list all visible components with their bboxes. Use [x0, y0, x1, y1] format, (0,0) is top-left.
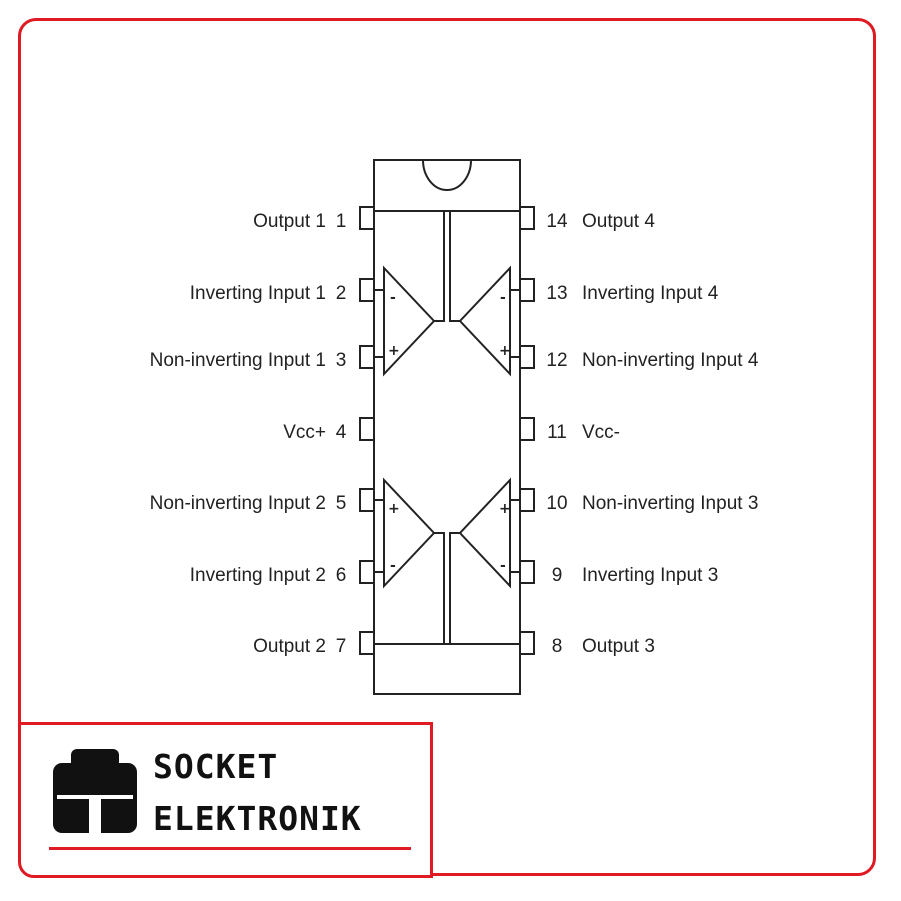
image-frame	[18, 18, 876, 876]
pin-pad	[519, 488, 535, 512]
pin-pad	[519, 631, 535, 655]
pin-number: 1	[336, 211, 347, 232]
pin-number: 3	[336, 350, 347, 371]
pin-number: 14	[546, 211, 568, 232]
pin-number: 9	[552, 565, 563, 586]
op-amp-2	[374, 477, 445, 644]
pin-label: Inverting Input 4	[582, 283, 719, 304]
op-amp-signs: - + - + + - + -	[388, 290, 511, 574]
pin-number: 2	[336, 283, 347, 304]
pin-number: 11	[547, 422, 567, 443]
op-amp-3	[449, 477, 520, 644]
minus-sign: -	[500, 558, 506, 574]
pin-label: Output 1	[253, 211, 326, 232]
pin-pad	[519, 278, 535, 302]
minus-sign: -	[500, 290, 506, 306]
pin-label: Vcc-	[582, 422, 620, 443]
pin-label: Inverting Input 3	[582, 565, 718, 586]
pin-label: Output 4	[582, 211, 655, 232]
pin-pad	[359, 278, 375, 302]
pin-pad	[359, 488, 375, 512]
pin-number: 13	[546, 283, 567, 304]
socket-icon	[53, 749, 137, 833]
pin-pads	[359, 206, 535, 655]
plus-sign: +	[499, 343, 511, 359]
plus-sign: +	[388, 501, 400, 517]
pin-pad	[359, 345, 375, 369]
pin-label: Vcc+	[283, 422, 326, 443]
pin-number: 6	[336, 565, 347, 586]
op-amp-1	[374, 211, 445, 377]
left-pin-labels: Output 1 Inverting Input 1 Non-inverting…	[150, 211, 347, 657]
pin-label: Inverting Input 1	[190, 283, 326, 304]
brand-name-line2: ELEKTRONIK	[153, 799, 362, 838]
pin-number: 5	[336, 493, 347, 514]
pin-number: 10	[546, 493, 567, 514]
brand-logo-box: SOCKET ELEKTRONIK	[18, 722, 433, 878]
pin-label: Output 2	[253, 636, 326, 657]
pin-label: Non-inverting Input 3	[582, 493, 758, 514]
pin-pad	[359, 631, 375, 655]
plus-sign: +	[499, 501, 511, 517]
pin-label: Non-inverting Input 1	[150, 350, 326, 371]
pin-number: 7	[336, 636, 347, 657]
ic-body	[373, 159, 521, 695]
minus-sign: -	[390, 290, 396, 306]
pin-pad	[519, 206, 535, 230]
plus-sign: +	[388, 343, 400, 359]
pin-label: Non-inverting Input 2	[150, 493, 326, 514]
pin-label: Non-inverting Input 4	[582, 350, 759, 371]
brand-underline	[49, 847, 411, 850]
op-amp-4	[449, 211, 520, 377]
pin-label: Inverting Input 2	[190, 565, 326, 586]
pin-pad	[359, 417, 375, 441]
minus-sign: -	[390, 558, 396, 574]
pin-pad	[519, 345, 535, 369]
pin-pad	[519, 417, 535, 441]
brand-name-line1: SOCKET	[153, 747, 279, 786]
right-pin-labels: 14 13 12 11 10 9 8 Output 4 Inverting In…	[546, 211, 758, 657]
pin-pad	[519, 560, 535, 584]
pin-number: 12	[546, 350, 567, 371]
pin-pad	[359, 206, 375, 230]
pin-label: Output 3	[582, 636, 655, 657]
pin-pad	[359, 560, 375, 584]
pin-number: 4	[336, 422, 347, 443]
pin-number: 8	[552, 636, 563, 657]
